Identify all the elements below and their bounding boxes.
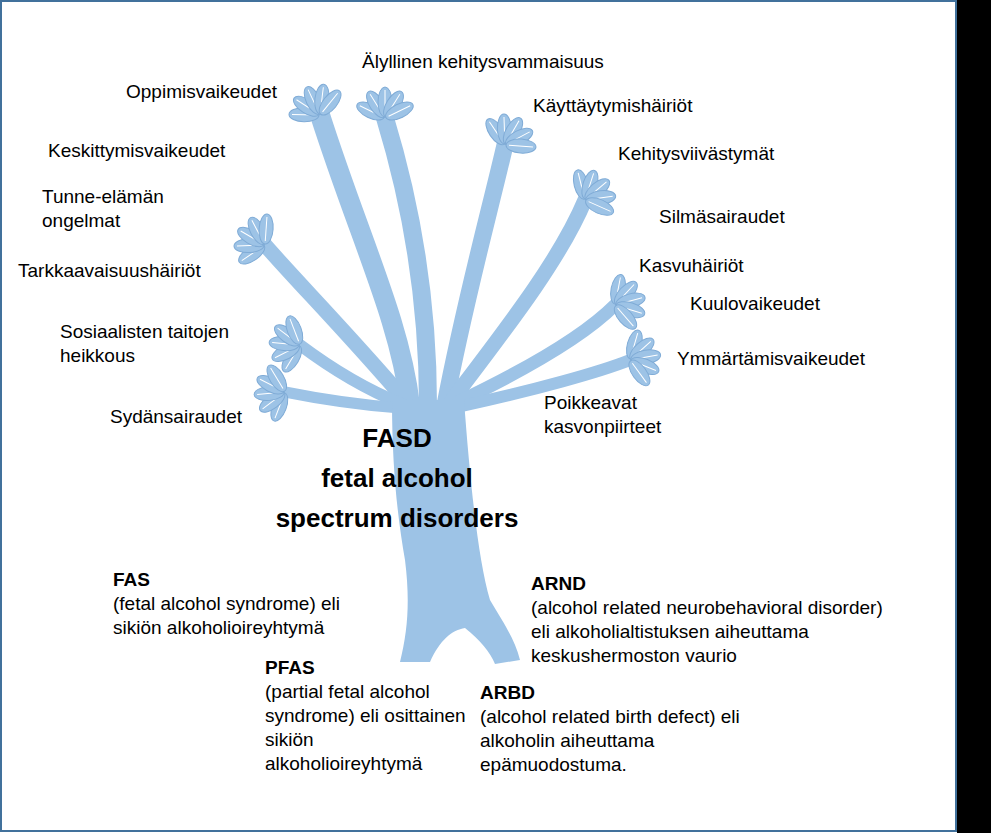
effect-label: Tunne-elämän ongelmat xyxy=(42,185,182,233)
leaf xyxy=(610,301,640,333)
definition: (alcohol related neurobehavioral disorde… xyxy=(531,596,891,668)
effect-label: Tarkkaavaisuushäiriöt xyxy=(18,259,201,283)
tree-branches xyxy=(265,115,630,408)
effect-label: Kuulovaikeudet xyxy=(690,292,820,316)
definition: (alcohol related birth defect) eli alkoh… xyxy=(480,705,780,777)
title-expansion: fetal alcohol spectrum disorders xyxy=(262,458,532,538)
leaf xyxy=(263,362,290,395)
effect-label: Ymmärtämisvaikeudet xyxy=(677,347,865,371)
effect-label: Sydänsairaudet xyxy=(110,405,242,429)
definition: (fetal alcohol syndrome) eli sikiön alko… xyxy=(113,592,393,640)
effect-label: Kasvuhäiriöt xyxy=(639,254,744,278)
leaf xyxy=(625,357,654,389)
leaf xyxy=(315,87,345,119)
leaf xyxy=(506,138,537,154)
leaf xyxy=(583,194,616,219)
leaf-clusters xyxy=(234,83,662,423)
effect-label: Käyttäytymishäiriöt xyxy=(533,94,692,118)
leaf xyxy=(258,214,274,245)
effect-label: Sosiaalisten taitojen heikkous xyxy=(60,320,260,368)
effect-label: Keskittymisvaikeudet xyxy=(48,139,225,163)
leaf xyxy=(383,98,416,124)
effect-label: Silmäsairaudet xyxy=(659,205,785,229)
abbreviation: FAS xyxy=(113,568,150,592)
effect-label: Kehitysviivästymät xyxy=(618,142,774,166)
abbreviation: PFAS xyxy=(265,656,315,680)
dark-strip xyxy=(957,0,991,833)
abbreviation: ARBD xyxy=(480,681,535,705)
abbreviation: ARND xyxy=(531,572,586,596)
effect-label: Poikkeavat kasvonpiirteet xyxy=(544,391,694,439)
definition: (partial fetal alcohol syndrome) eli osi… xyxy=(265,680,470,776)
leaf xyxy=(282,314,306,347)
frame xyxy=(1,1,956,831)
diagram-title: FASD xyxy=(262,418,532,458)
effect-label: Oppimisvaikeudet xyxy=(126,80,277,104)
effect-label: Älyllinen kehitysvammaisuus xyxy=(362,50,604,74)
